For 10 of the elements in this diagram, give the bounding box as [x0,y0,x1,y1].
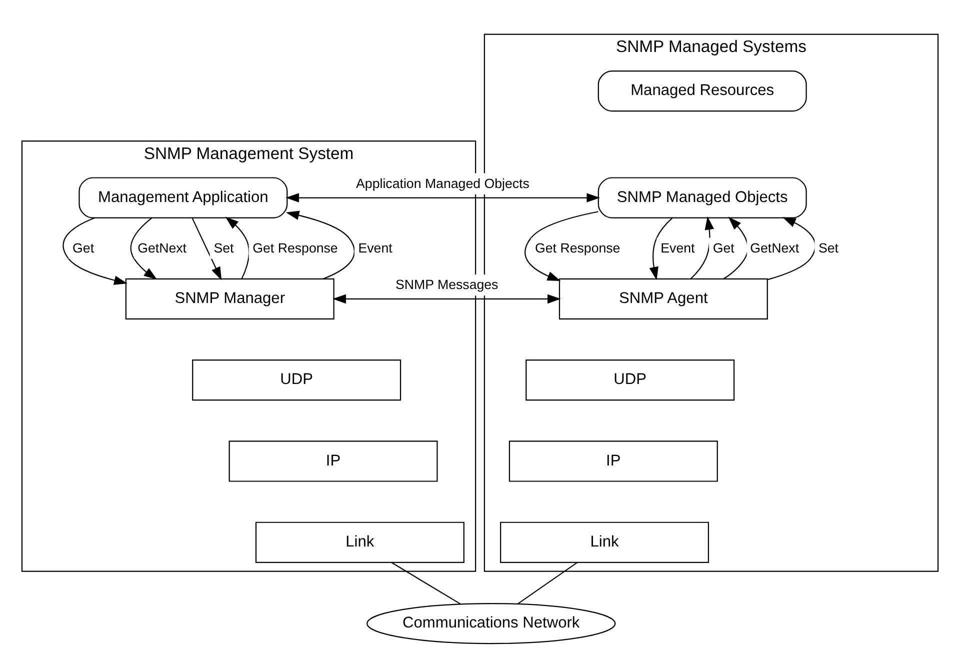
edge-label: Event [358,240,392,255]
edge-label: Get [712,240,734,255]
edge-label: Get [72,240,94,255]
edge-label: Get Response [252,240,338,255]
edge-label: Get Response [535,240,620,255]
edge-label: GetNext [138,240,186,255]
edge-label: GetNext [750,240,800,255]
edge-label: Set [214,240,234,255]
edge-label: Event [660,240,695,255]
edge-label: Set [818,240,839,255]
